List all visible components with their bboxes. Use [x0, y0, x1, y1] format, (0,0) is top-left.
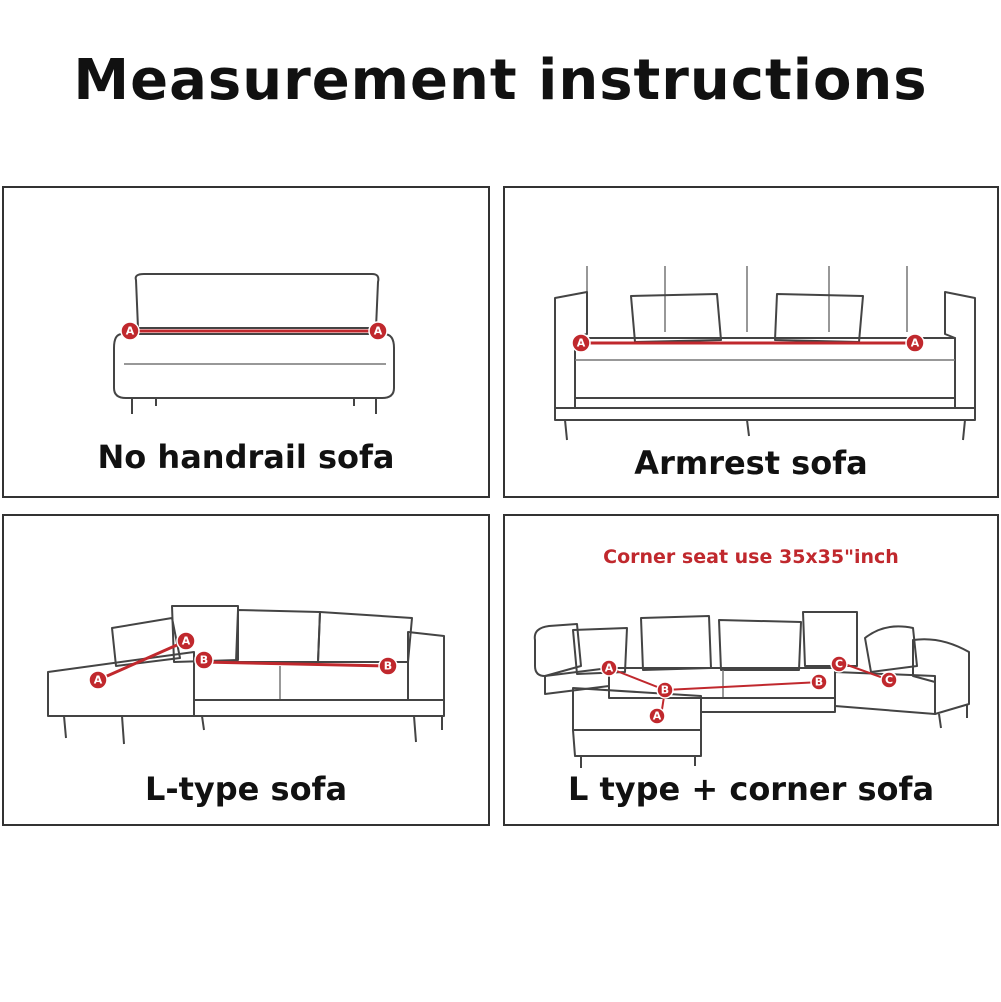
svg-text:C: C: [885, 674, 893, 687]
marker-b-right: B: [378, 656, 398, 676]
marker-c-left: C: [830, 655, 848, 673]
no-handrail-sofa-illustration: A A: [113, 273, 395, 414]
marker-a-right: A: [368, 321, 388, 341]
marker-a-top: A: [176, 631, 196, 651]
measure-line-b-b: [201, 660, 389, 668]
caption-armrest-sofa: Armrest sofa: [634, 444, 868, 482]
page-title: Measurement instructions: [73, 48, 928, 113]
sofa-drawing: [533, 611, 970, 768]
svg-text:A: A: [94, 674, 103, 687]
armrest-sofa-illustration: A A: [554, 266, 976, 441]
marker-c-right: C: [880, 671, 898, 689]
marker-a-right: A: [905, 333, 925, 353]
panel-l-type-corner-sofa: Corner seat use 35x35"inch A: [503, 514, 999, 826]
marker-b-right: B: [810, 673, 828, 691]
marker-a-left: A: [88, 670, 108, 690]
svg-text:A: A: [182, 635, 191, 648]
l-type-sofa-illustration: A A B B: [47, 605, 445, 745]
svg-text:A: A: [126, 325, 135, 338]
corner-seat-note: Corner seat use 35x35"inch: [603, 546, 899, 568]
panel-l-type-sofa: A A B B L-type sofa: [2, 514, 490, 826]
svg-text:B: B: [661, 684, 669, 697]
svg-text:A: A: [653, 710, 662, 723]
measure-line-a-a: [97, 639, 187, 682]
marker-b-left: B: [656, 681, 674, 699]
sofa-drawing: [113, 273, 395, 414]
caption-no-handrail-sofa: No handrail sofa: [97, 438, 395, 476]
caption-l-type-sofa: L-type sofa: [144, 770, 348, 808]
svg-text:A: A: [374, 325, 383, 338]
measure-line-b-b: [664, 681, 822, 691]
svg-text:A: A: [577, 337, 586, 350]
svg-text:B: B: [815, 676, 823, 689]
marker-a-left: A: [120, 321, 140, 341]
panel-no-handrail-sofa: A A No handrail sofa: [2, 186, 490, 498]
svg-text:C: C: [835, 658, 843, 671]
marker-a-bottom: A: [648, 707, 666, 725]
marker-a-top: A: [600, 659, 618, 677]
svg-text:A: A: [911, 337, 920, 350]
svg-text:B: B: [200, 654, 208, 667]
svg-text:A: A: [605, 662, 614, 675]
svg-text:B: B: [384, 660, 392, 673]
caption-l-type-corner-sofa: L type + corner sofa: [567, 770, 935, 808]
panel-armrest-sofa: A A Armrest sofa: [503, 186, 999, 498]
sofa-drawing: [554, 266, 976, 441]
l-type-corner-sofa-illustration: A A B B C C: [533, 611, 970, 768]
marker-a-left: A: [571, 333, 591, 353]
marker-b-left: B: [194, 650, 214, 670]
